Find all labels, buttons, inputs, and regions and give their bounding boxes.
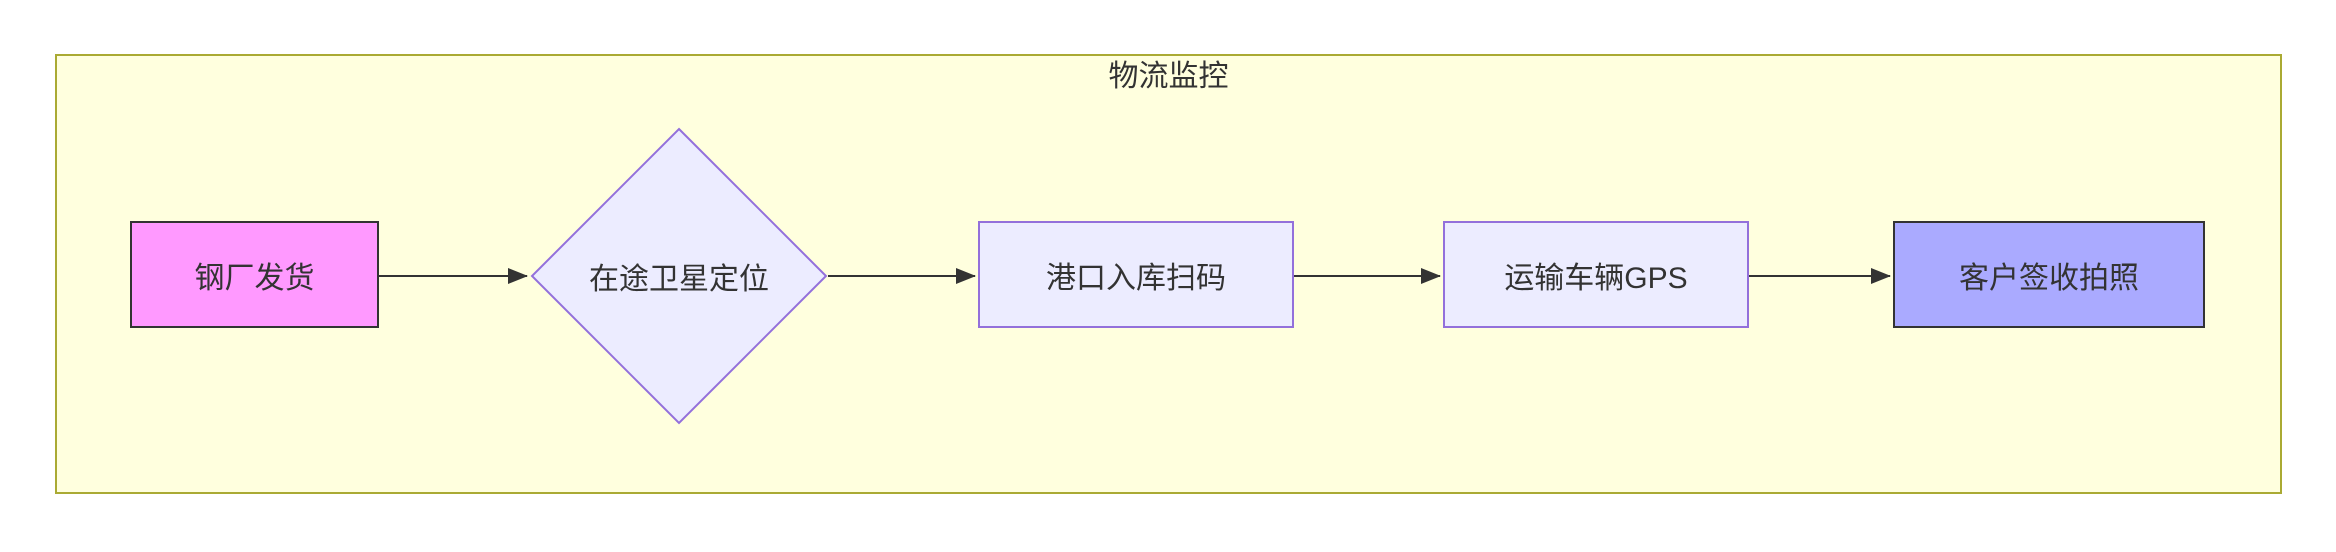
node-transport-vehicle-gps: 运输车辆GPS xyxy=(1443,221,1749,328)
node-steel-factory-shipping: 钢厂发货 xyxy=(130,221,379,328)
node-port-warehouse-scan: 港口入库扫码 xyxy=(978,221,1294,328)
node-customer-sign-photo: 客户签收拍照 xyxy=(1893,221,2205,328)
cluster-title: 物流监控 xyxy=(1108,60,1229,93)
node-satellite-positioning: 在途卫星定位 xyxy=(589,263,769,296)
node-satellite-positioning-diamond-shape xyxy=(530,127,828,425)
